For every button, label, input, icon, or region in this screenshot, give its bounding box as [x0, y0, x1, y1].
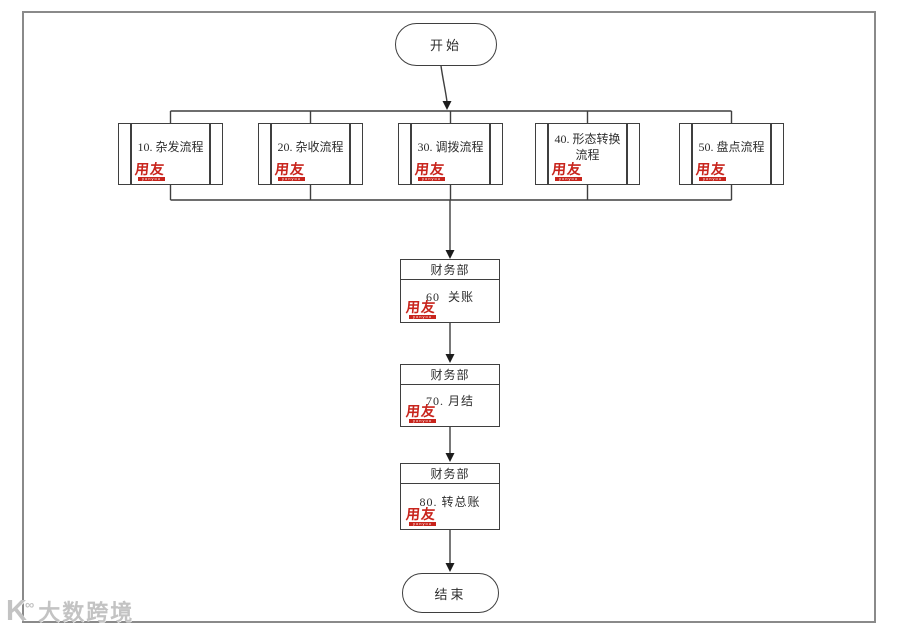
dept-step-close-accounts: 财务部 60 关账 用友 yonyou — [400, 259, 500, 323]
end-label: 结束 — [434, 586, 467, 602]
yonyou-logo-caption: yonyou — [555, 177, 582, 181]
yonyou-logo-caption: yonyou — [409, 315, 436, 319]
dept-header: 财务部 — [401, 365, 499, 385]
watermark-logo-icon: K — [6, 595, 27, 627]
subprocess-label: 20. 杂收流程 — [277, 140, 344, 155]
dept-header: 财务部 — [401, 464, 499, 484]
yonyou-logo-text: 用友 — [695, 161, 727, 177]
yonyou-logo: 用友 yonyou — [695, 161, 727, 181]
yonyou-logo: 用友 yonyou — [405, 506, 437, 526]
watermark-text: 大数跨境 — [38, 600, 135, 625]
yonyou-logo: 用友 yonyou — [274, 161, 306, 181]
yonyou-logo: 用友 yonyou — [405, 299, 437, 319]
yonyou-logo-caption: yonyou — [418, 177, 445, 181]
subprocess-transfer: 30. 调拨流程 用友 yonyou — [398, 123, 503, 185]
watermark: K ∞ 大数跨境 — [6, 597, 134, 626]
subprocess-label: 10. 杂发流程 — [137, 140, 204, 155]
yonyou-logo: 用友 yonyou — [134, 161, 166, 181]
yonyou-logo-text: 用友 — [274, 161, 306, 177]
subprocess-misc-issue: 10. 杂发流程 用友 yonyou — [118, 123, 223, 185]
yonyou-logo: 用友 yonyou — [551, 161, 583, 181]
dept-step-label: 80. 转总账 — [419, 495, 481, 509]
end-node: 结束 — [402, 573, 499, 613]
yonyou-logo-text: 用友 — [405, 299, 437, 315]
subprocess-label: 40. 形态转换流程 — [554, 132, 621, 162]
yonyou-logo-text: 用友 — [134, 161, 166, 177]
dept-body: 60 关账 用友 yonyou — [401, 280, 499, 322]
yonyou-logo-text: 用友 — [405, 506, 437, 522]
page-border — [22, 11, 876, 623]
yonyou-logo-text: 用友 — [551, 161, 583, 177]
dept-header: 财务部 — [401, 260, 499, 280]
dept-step-general-ledger: 财务部 80. 转总账 用友 yonyou — [400, 463, 500, 530]
dept-step-month-end: 财务部 70. 月结 用友 yonyou — [400, 364, 500, 427]
dept-body: 70. 月结 用友 yonyou — [401, 385, 499, 426]
subprocess-label: 50. 盘点流程 — [698, 140, 765, 155]
yonyou-logo-caption: yonyou — [409, 522, 436, 526]
yonyou-logo-text: 用友 — [414, 161, 446, 177]
dept-body: 80. 转总账 用友 yonyou — [401, 484, 499, 529]
yonyou-logo-caption: yonyou — [138, 177, 165, 181]
arrowheads — [442, 101, 455, 572]
subprocess-stocktaking: 50. 盘点流程 用友 yonyou — [679, 123, 784, 185]
yonyou-logo-text: 用友 — [405, 403, 437, 419]
yonyou-logo-caption: yonyou — [699, 177, 726, 181]
start-label: 开始 — [429, 38, 462, 53]
dept-step-label: 60 关账 — [425, 289, 474, 304]
subprocess-label: 30. 调拨流程 — [417, 140, 484, 155]
yonyou-logo: 用友 yonyou — [414, 161, 446, 181]
yonyou-logo: 用友 yonyou — [405, 403, 437, 423]
yonyou-logo-caption: yonyou — [409, 419, 436, 423]
subprocess-form-conversion: 40. 形态转换流程 用友 yonyou — [535, 123, 640, 185]
yonyou-logo-caption: yonyou — [278, 177, 305, 181]
subprocess-misc-receipt: 20. 杂收流程 用友 yonyou — [258, 123, 363, 185]
start-node: 开始 — [395, 23, 497, 66]
dept-step-label: 70. 月结 — [425, 394, 474, 408]
watermark-logo-infinity-icon: ∞ — [24, 597, 35, 612]
